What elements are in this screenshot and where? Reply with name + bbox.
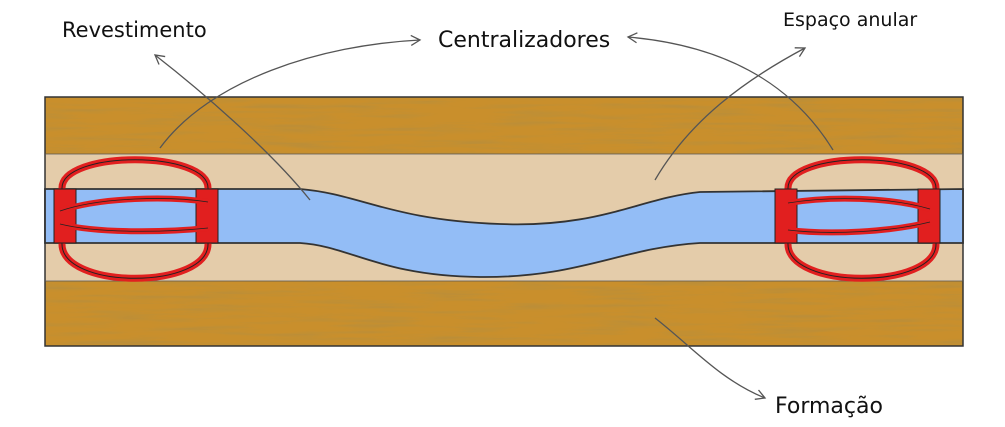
- arrow-revestimento-icon: [153, 54, 311, 201]
- centralizer-left-icon: [53, 156, 219, 282]
- label-espaco-anular: Espaço anular: [783, 9, 918, 31]
- arrow-formacao-icon: [654, 317, 767, 400]
- label-centralizadores: Centralizadores: [438, 28, 611, 53]
- formation-top: [45, 97, 963, 154]
- arrow-centralizadores-right-icon: [626, 32, 834, 151]
- label-formacao: Formação: [775, 394, 883, 419]
- formation-bottom: [45, 281, 963, 346]
- casing-pipe: [44, 188, 964, 278]
- label-revestimento: Revestimento: [62, 18, 207, 42]
- arrow-centralizadores-left-icon: [159, 34, 422, 149]
- centralizer-right-icon: [774, 156, 941, 282]
- arrow-espaco-anular-icon: [654, 47, 807, 181]
